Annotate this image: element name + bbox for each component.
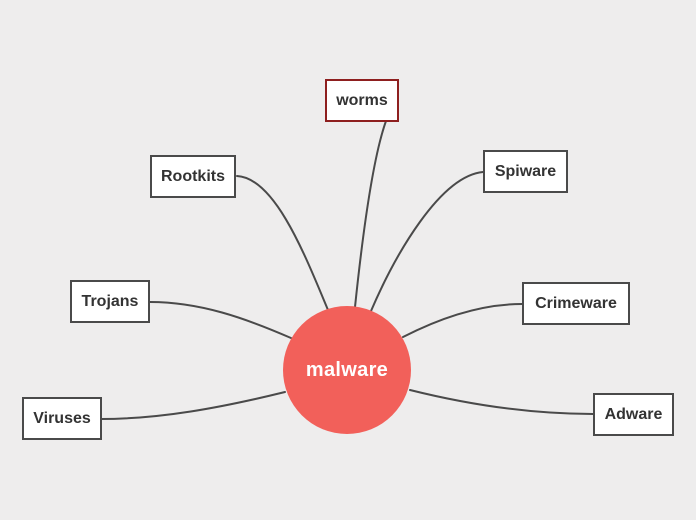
topic-worms[interactable]: worms	[325, 79, 399, 122]
connector-rootkits	[236, 175, 329, 311]
connector-adware	[409, 389, 594, 415]
topic-viruses[interactable]: Viruses	[22, 397, 102, 440]
connector-trojans	[149, 301, 292, 339]
connector-crimeware	[402, 303, 523, 338]
topic-adware[interactable]: Adware	[593, 393, 674, 436]
connector-spiware	[370, 171, 484, 312]
central-topic-malware[interactable]: malware	[283, 306, 411, 434]
topic-spiware[interactable]: Spiware	[483, 150, 568, 193]
topic-crimeware[interactable]: Crimeware	[522, 282, 630, 325]
connector-worms	[354, 120, 387, 308]
topic-trojans[interactable]: Trojans	[70, 280, 150, 323]
connector-viruses	[100, 391, 286, 420]
topic-rootkits[interactable]: Rootkits	[150, 155, 236, 198]
